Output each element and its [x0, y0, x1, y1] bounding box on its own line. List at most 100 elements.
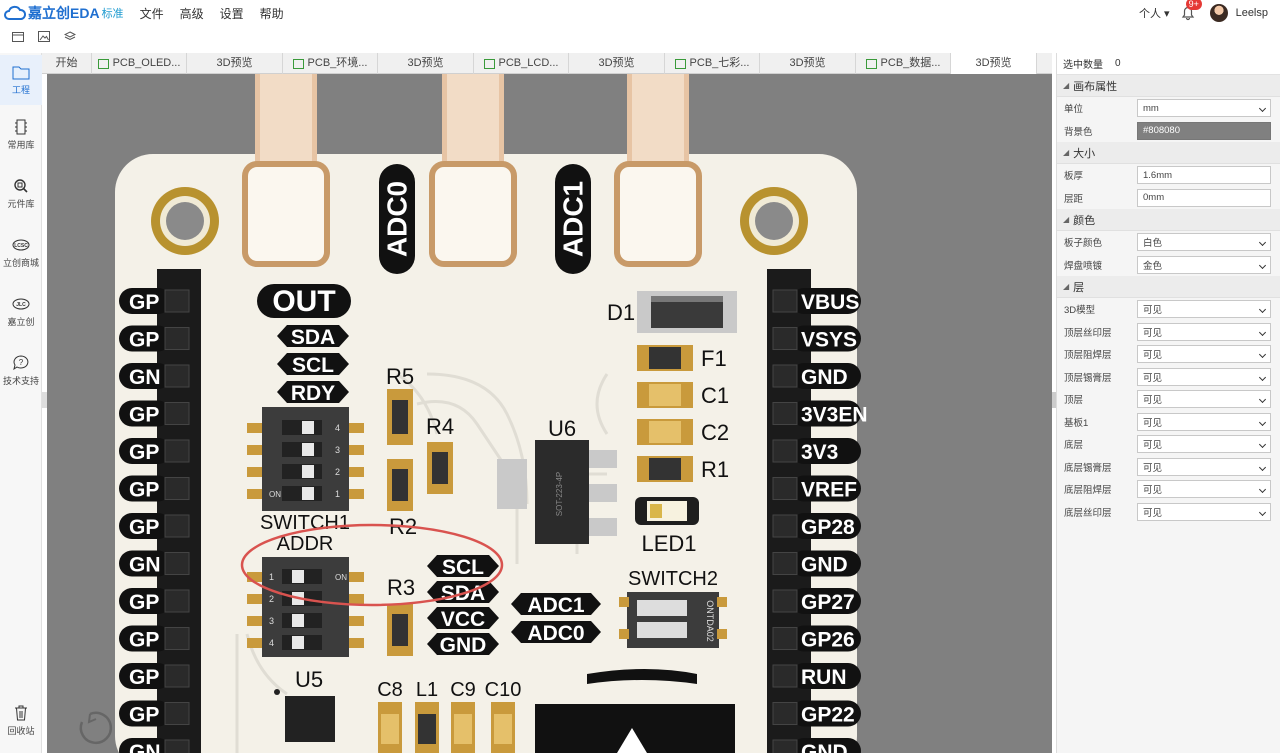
pin-label-bg: [119, 588, 171, 614]
bottom-part-center: [381, 714, 399, 744]
right-collapse-handle[interactable]: [1052, 392, 1056, 408]
sma-connector: [614, 74, 702, 267]
sidebar-item-project[interactable]: 工程: [0, 55, 42, 105]
layer-visibility-select[interactable]: 可见: [1137, 457, 1271, 476]
pad-finish-select[interactable]: 金色: [1137, 255, 1271, 274]
unit-select[interactable]: mm: [1137, 99, 1271, 118]
rotate-control-icon[interactable]: [79, 711, 113, 745]
switch2-number: 1: [641, 606, 646, 616]
switch-pad: [247, 594, 262, 604]
layer-visibility-select[interactable]: 可见: [1137, 435, 1271, 454]
section-canvas-properties[interactable]: ◢画布属性: [1057, 75, 1280, 97]
layer-visibility-select[interactable]: 可见: [1137, 390, 1271, 409]
app-logo[interactable]: 嘉立创EDA 标准: [4, 3, 124, 23]
board-thickness-input[interactable]: 1.6mm: [1137, 166, 1271, 185]
tab-start[interactable]: 开始: [42, 53, 92, 74]
toolbar: [0, 26, 1280, 46]
pin-socket: [164, 402, 190, 425]
layer-spacing-input[interactable]: 0mm: [1137, 188, 1271, 207]
tab-pcb-oled[interactable]: PCB_OLED...: [92, 53, 187, 74]
pin-label-bg: [791, 700, 861, 727]
notification-bell-icon[interactable]: 9+: [1180, 0, 1202, 21]
right-pin-label: GND: [801, 366, 848, 389]
pin-socket: [164, 477, 190, 500]
menu-file[interactable]: 文件: [139, 6, 164, 21]
section-color[interactable]: ◢颜色: [1057, 209, 1280, 231]
antenna-label-adc1: ADC1: [555, 164, 591, 274]
bus-label-bg: [427, 555, 499, 577]
menu-settings[interactable]: 设置: [219, 6, 244, 21]
section-layer[interactable]: ◢层: [1057, 276, 1280, 298]
personal-dropdown[interactable]: 个人 ▾: [1139, 8, 1170, 20]
sidebar-item-support[interactable]: ? 技术支持: [0, 346, 42, 396]
pin-socket: [164, 589, 190, 613]
bus-label: SCL: [442, 556, 484, 579]
sidebar-item-trash[interactable]: 回收站: [0, 696, 42, 746]
switch2-number: 2: [641, 628, 646, 638]
tab-3d-preview[interactable]: 3D预览: [378, 53, 474, 74]
sidebar-item-lcsc[interactable]: LCSC 立创商城: [0, 228, 42, 278]
section-size[interactable]: ◢大小: [1057, 142, 1280, 164]
tab-pcb-lcd[interactable]: PCB_LCD...: [474, 53, 569, 74]
sidebar-item-common-lib[interactable]: 常用库: [0, 110, 42, 160]
tab-3d-preview-active[interactable]: 3D预览: [951, 53, 1037, 74]
switch-number: 1: [335, 489, 340, 499]
collapse-arrow-icon: ◢: [1063, 215, 1070, 224]
pin-socket: [772, 552, 798, 575]
switch-number: 2: [335, 467, 340, 477]
layer-visibility-select[interactable]: 可见: [1137, 345, 1271, 364]
switch-pad: [349, 489, 364, 499]
layer-visibility-select[interactable]: 可见: [1137, 300, 1271, 319]
sidebar-item-component-lib[interactable]: 元件库: [0, 169, 42, 219]
right-pin-label: GND: [801, 741, 848, 753]
layer-name: 基板1: [1064, 417, 1089, 429]
image-icon[interactable]: [38, 30, 50, 42]
usb-connector-area: [535, 704, 735, 753]
pcb-file-icon: [865, 58, 877, 69]
pin-socket: [164, 514, 190, 538]
left-collapse-handle[interactable]: [42, 392, 47, 408]
avatar[interactable]: [1209, 4, 1228, 22]
username[interactable]: Leelsp: [1235, 7, 1268, 19]
u5-label: U5: [295, 667, 323, 692]
tab-pcb-env[interactable]: PCB_环境...: [283, 53, 378, 74]
property-row: 板子颜色白色: [1057, 231, 1280, 254]
switch-on-label: ON: [269, 490, 281, 499]
sidebar-item-jlc[interactable]: JLC 嘉立创: [0, 287, 42, 337]
tab-pcb-data[interactable]: PCB_数据...: [856, 53, 951, 74]
board-color-select[interactable]: 白色: [1137, 233, 1271, 252]
tab-3d-preview[interactable]: 3D预览: [760, 53, 856, 74]
pin-socket: [164, 552, 190, 575]
document-tabs: 开始 PCB_OLED... 3D预览 PCB_环境... 3D预览 PCB_L…: [42, 53, 1052, 74]
switch-pad: [247, 572, 262, 582]
layer-visibility-select[interactable]: 可见: [1137, 367, 1271, 386]
switch-pad: [349, 572, 364, 582]
layer-visibility-select[interactable]: 可见: [1137, 322, 1271, 341]
background-color-picker[interactable]: #808080: [1137, 121, 1271, 140]
window-icon[interactable]: [12, 31, 24, 42]
left-sidebar: 工程 常用库 元件库 LCSC 立创商城 JLC 嘉立创 ? 技术支持 回收站: [0, 53, 42, 753]
led1: [635, 497, 699, 525]
mounting-hole: [151, 187, 219, 255]
tab-3d-preview[interactable]: 3D预览: [187, 53, 283, 74]
layers-icon[interactable]: [64, 30, 76, 42]
menu-help[interactable]: 帮助: [259, 6, 284, 21]
tab-3d-preview[interactable]: 3D预览: [569, 53, 665, 74]
switch-toggle: [302, 443, 314, 456]
r5-label: R5: [386, 364, 414, 389]
layer-visibility-select[interactable]: 可见: [1137, 412, 1271, 431]
menu-advanced[interactable]: 高级: [179, 6, 204, 21]
layer-row: 顶层可见: [1057, 388, 1280, 411]
switch-pad: [247, 616, 262, 626]
tab-pcb-colorful[interactable]: PCB_七彩...: [665, 53, 760, 74]
layer-visibility-select[interactable]: 可见: [1137, 480, 1271, 499]
right-pin-label: VBUS: [801, 291, 859, 314]
layer-visibility-select[interactable]: 可见: [1137, 502, 1271, 521]
bottom-part-label: L1: [416, 679, 438, 701]
